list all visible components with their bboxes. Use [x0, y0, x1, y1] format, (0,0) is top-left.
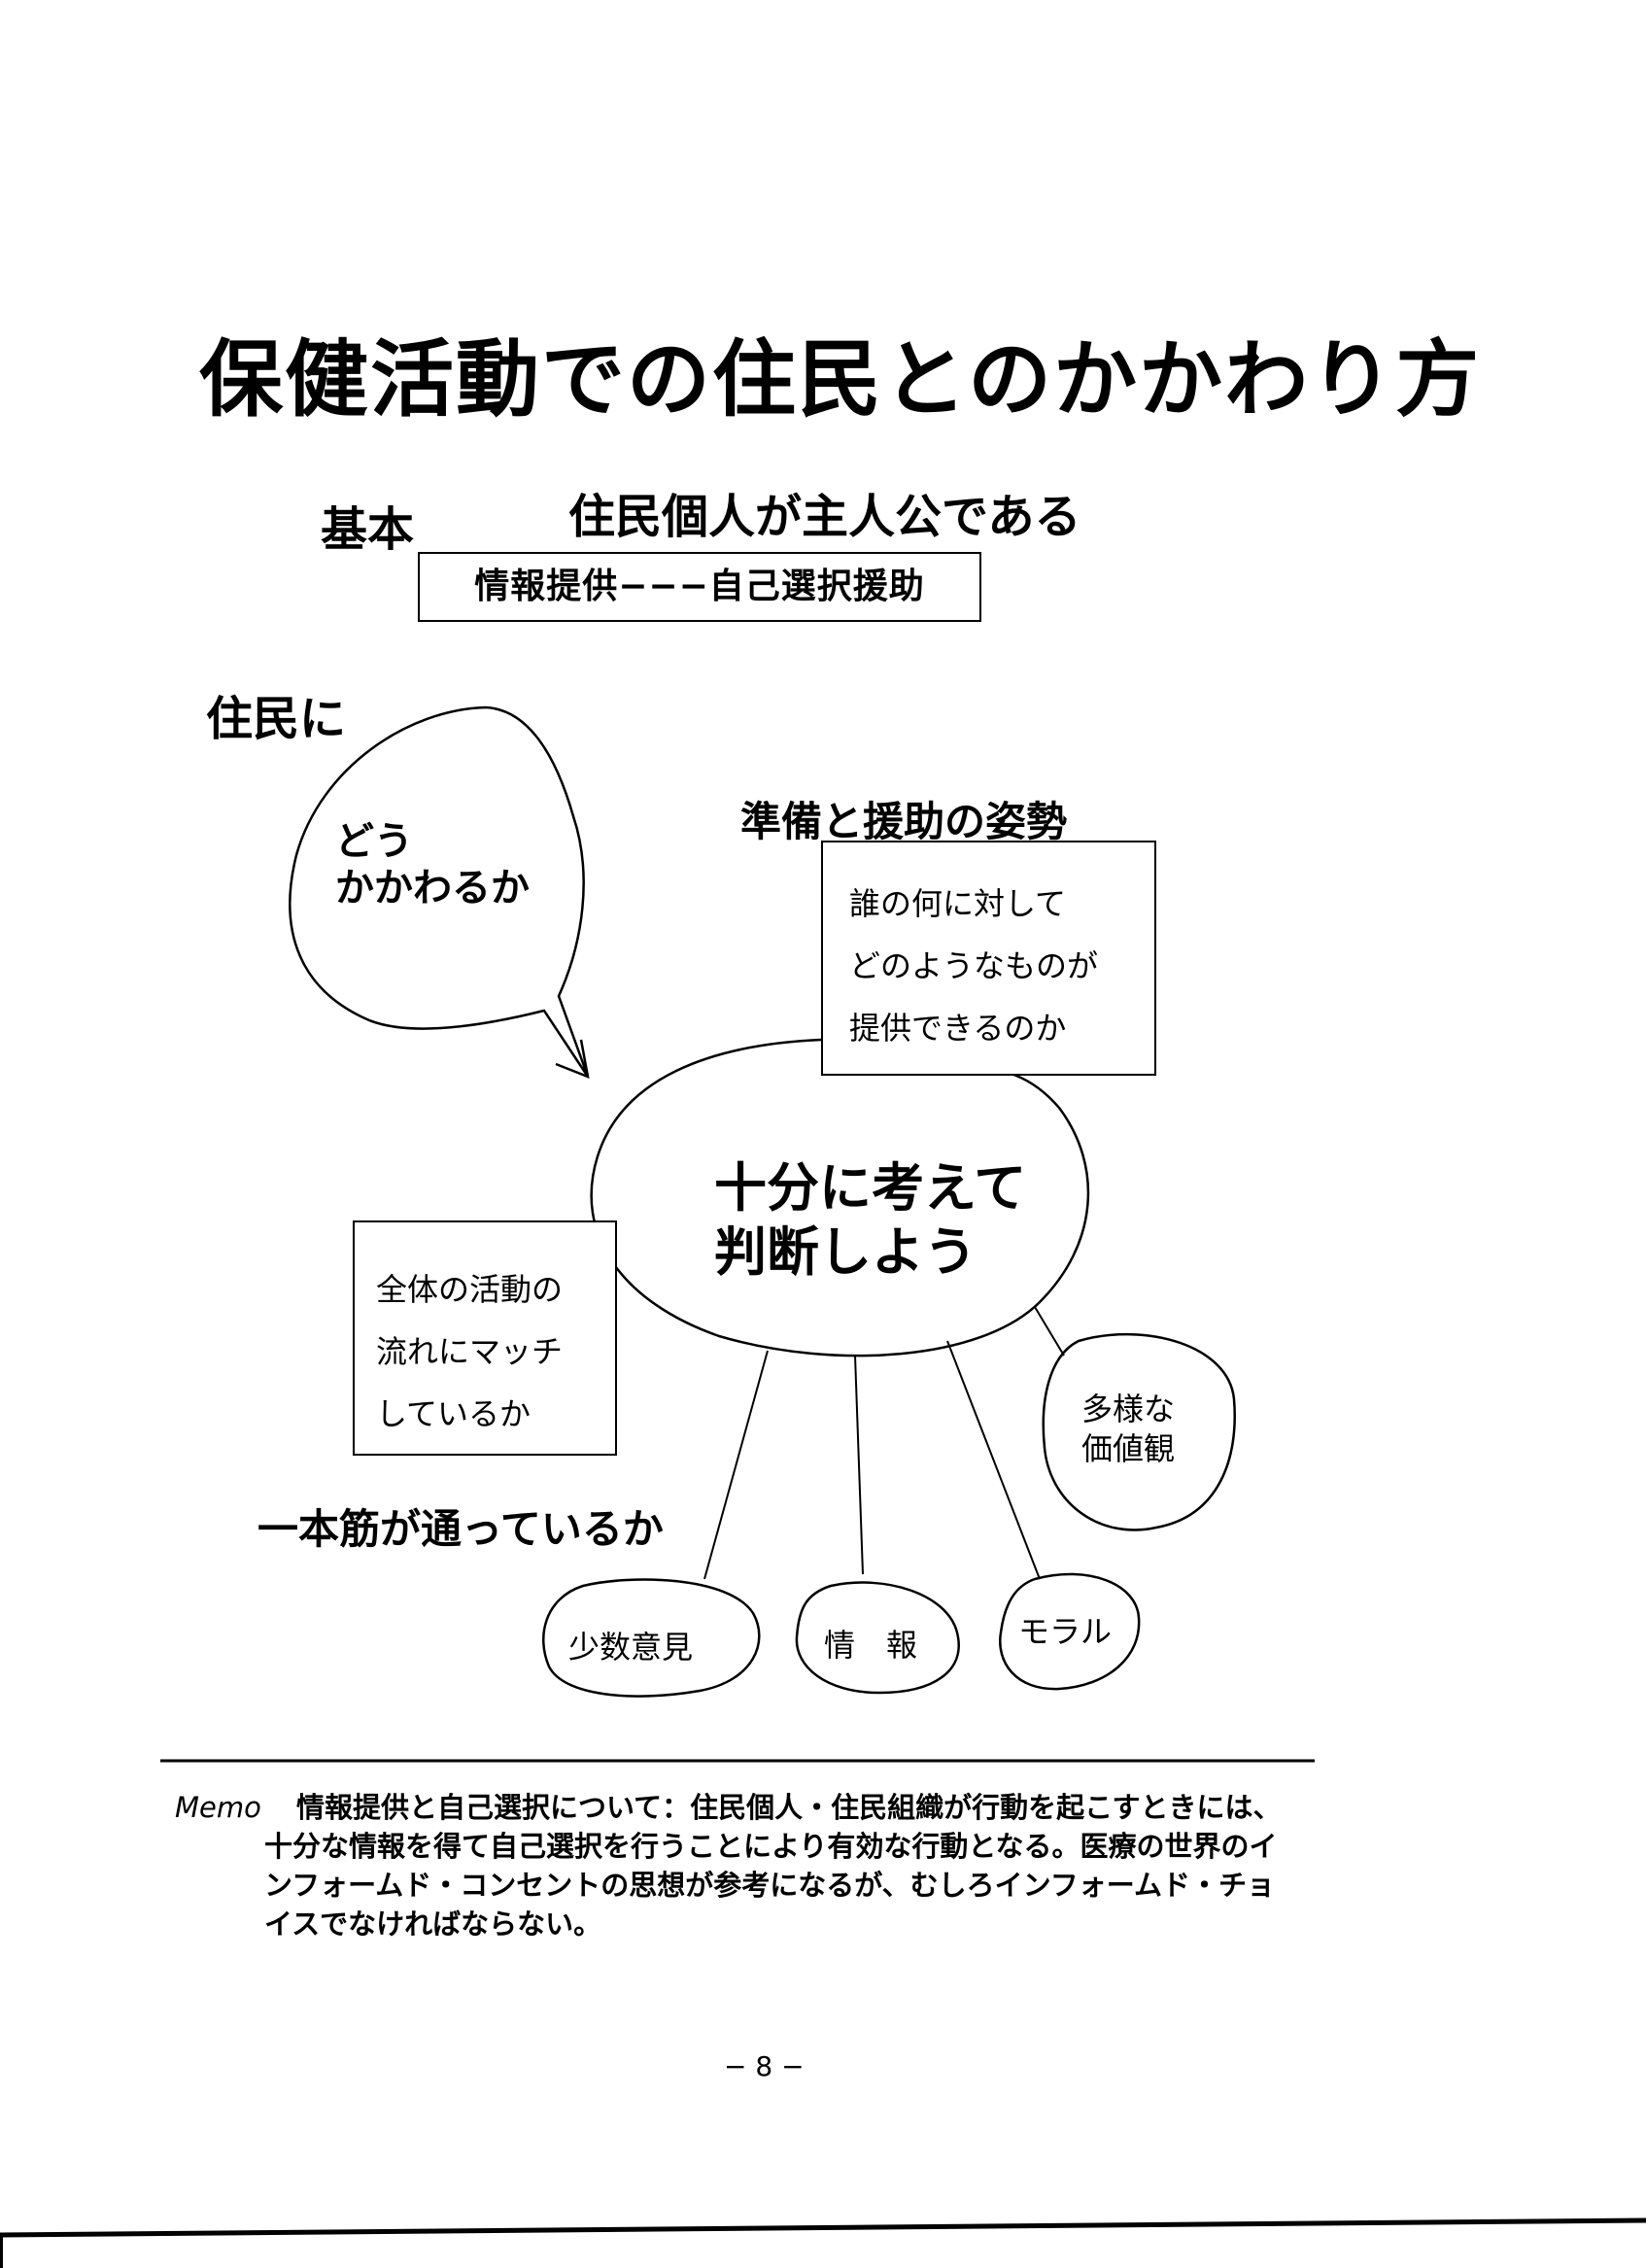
- consistency-label: 一本筋が通っているか: [257, 1505, 664, 1553]
- flow-line-3: しているか: [376, 1395, 532, 1432]
- basic-label: 基本: [321, 502, 415, 557]
- basic-statement: 住民個人が主人公である: [568, 490, 1081, 544]
- center-line-2: 判断しよう: [714, 1221, 977, 1283]
- spoke-minority: [703, 1350, 769, 1580]
- memo-label: Memo: [175, 1791, 261, 1824]
- morality-label: モラル: [1018, 1613, 1113, 1650]
- values-line-1: 多様な: [1081, 1391, 1176, 1427]
- flow-line-2: 流れにマッチ: [376, 1333, 564, 1370]
- spoke-moral: [946, 1340, 1041, 1580]
- values-line-2: 価値観: [1081, 1430, 1176, 1467]
- posture-line-2: どのようなものが: [849, 947, 1099, 984]
- posture-heading: 準備と援助の姿勢: [740, 798, 1068, 845]
- flow-box: 全体の活動の 流れにマッチ しているか: [353, 1220, 617, 1456]
- info-bubble-outline: [795, 1581, 960, 1695]
- arrow-head: [555, 1039, 590, 1079]
- information-label: 情 報: [824, 1627, 918, 1664]
- memo-line-1: Memo 情報提供と自己選択について：住民個人・住民組織が行動を起こすときには、: [175, 1788, 1282, 1827]
- memo-line-2: 十分な情報を得て自己選択を行うことにより有効な行動となる。医療の世界のイ: [264, 1830, 1278, 1863]
- memo-text-1: 情報提供と自己選択について：住民個人・住民組織が行動を起こすときには、: [295, 1791, 1282, 1824]
- spoke-values: [1034, 1306, 1065, 1357]
- spoke-info: [854, 1355, 864, 1575]
- memo-line-4: イスでなければならない。: [264, 1907, 602, 1941]
- speech-bubble-outline: [289, 705, 590, 1078]
- bottom-border: [0, 2217, 1646, 2238]
- minority-opinion-label: 少数意見: [568, 1629, 694, 1666]
- flow-line-1: 全体の活動の: [376, 1271, 564, 1308]
- bubble-line-1: どう: [335, 819, 413, 864]
- central-oval: [590, 1038, 1090, 1357]
- posture-box: 誰の何に対して どのようなものが 提供できるのか: [821, 841, 1156, 1076]
- residents-label: 住民に: [206, 692, 347, 746]
- values-bubble-outline: [1042, 1333, 1236, 1531]
- posture-line-3: 提供できるのか: [849, 1010, 1067, 1047]
- center-line-1: 十分に考えて: [714, 1157, 1027, 1219]
- info-provision-box: 情報提供−−−自己選択援助: [418, 552, 981, 622]
- page-number: − 8 −: [724, 2050, 805, 2082]
- moral-bubble-outline: [999, 1572, 1141, 1691]
- bubble-line-2: かかわるか: [335, 866, 530, 911]
- memo-line-3: ンフォームド・コンセントの思想が参考になるが、むしろインフォームド・チョ: [264, 1869, 1275, 1902]
- minority-bubble-outline: [542, 1578, 761, 1698]
- page-title: 保健活動での住民とのかかわり方: [199, 331, 1482, 429]
- posture-line-1: 誰の何に対して: [849, 885, 1067, 922]
